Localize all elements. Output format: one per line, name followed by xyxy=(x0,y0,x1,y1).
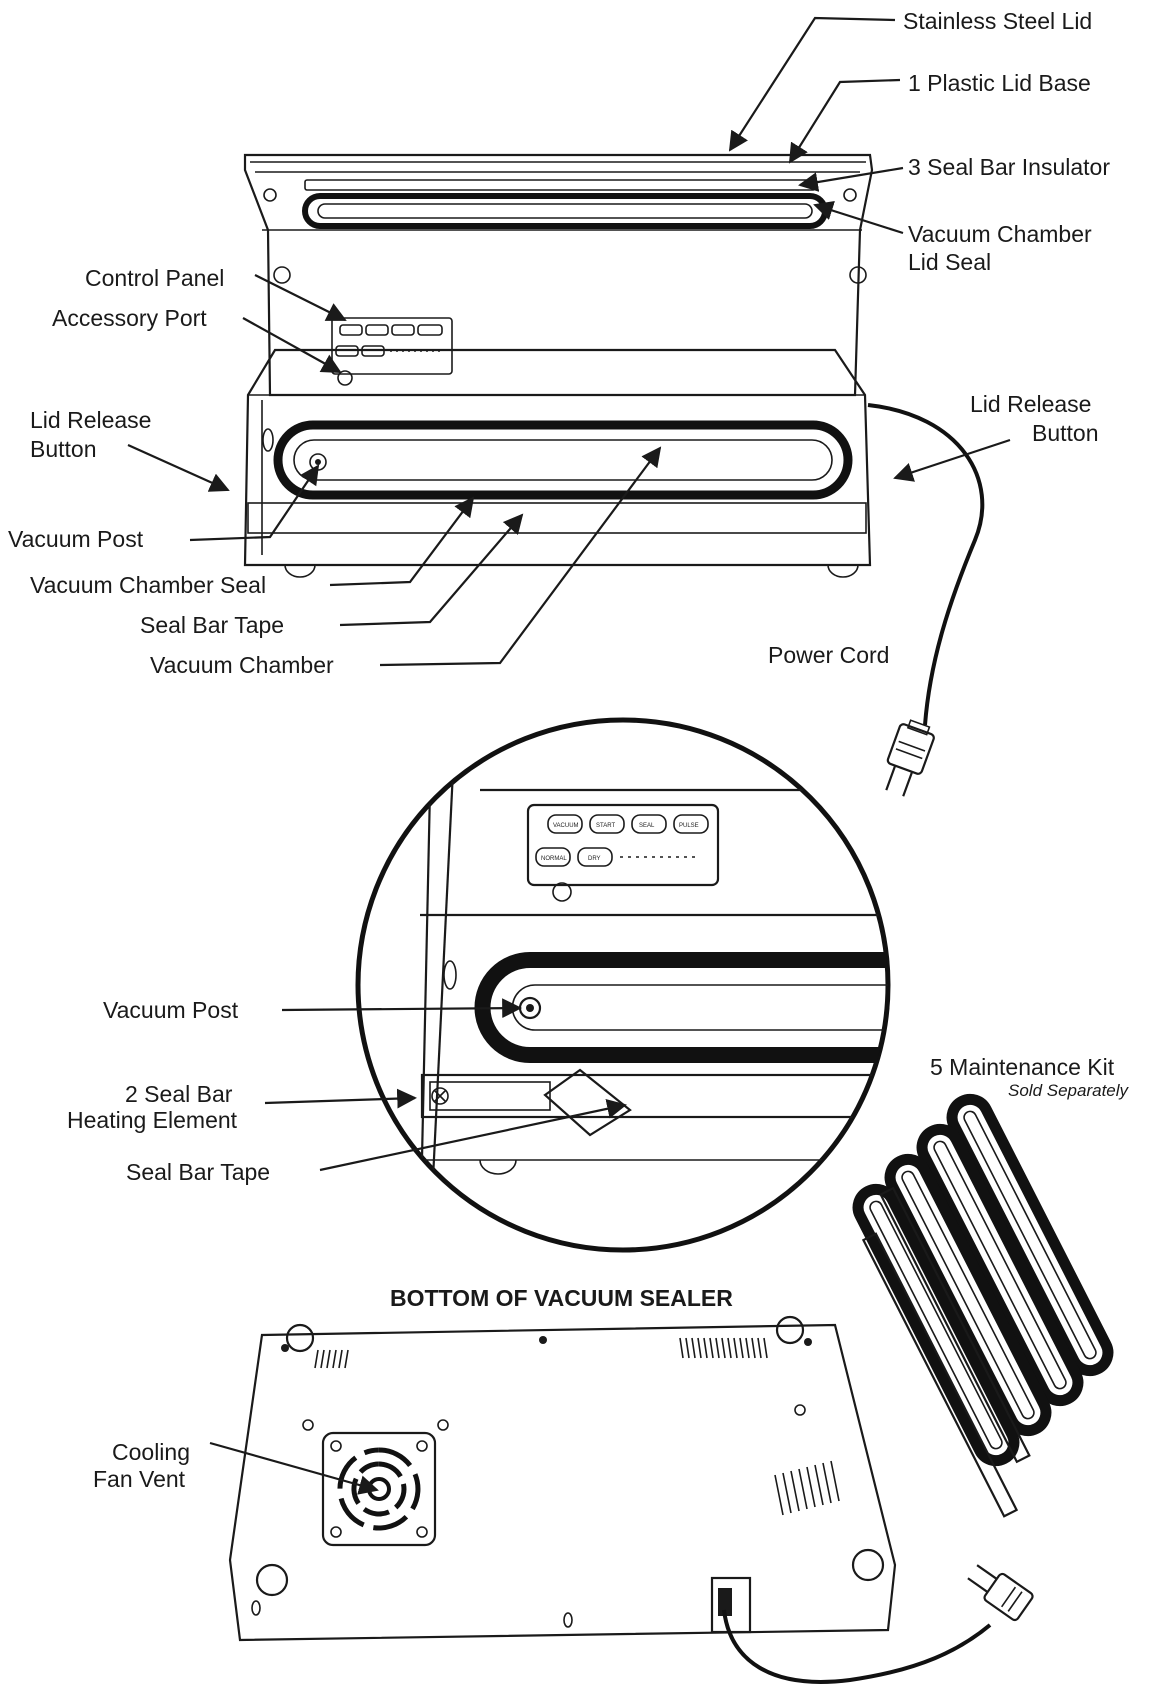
vent-slots-left xyxy=(314,1349,349,1369)
callout-labels: Stainless Steel Lid 1 Plastic Lid Base 3… xyxy=(8,8,1130,1492)
label-heating-element-line2: Heating Element xyxy=(67,1107,238,1133)
label-lid-release-left-line2: Button xyxy=(30,436,97,462)
label-lid-release-right-line1: Lid Release xyxy=(970,391,1091,417)
label-sold-separately: Sold Separately xyxy=(1008,1081,1130,1100)
label-lid-release-left-line1: Lid Release xyxy=(30,407,151,433)
maintenance-kit xyxy=(852,1093,1114,1518)
sealer-base xyxy=(243,317,872,578)
label-vacuum-chamber-seal: Vacuum Chamber Seal xyxy=(30,572,266,598)
panel-button-seal: SEAL xyxy=(639,823,655,829)
label-seal-bar-insulator: 3 Seal Bar Insulator xyxy=(908,154,1110,180)
label-vacuum-chamber-lid-seal-line2: Lid Seal xyxy=(908,249,991,275)
label-plastic-lid-base: 1 Plastic Lid Base xyxy=(908,70,1091,96)
cord-socket xyxy=(710,1576,752,1634)
label-maintenance-kit: 5 Maintenance Kit xyxy=(930,1054,1115,1080)
detail-magnified-view: VACUUM START SEAL PULSE NORMAL DRY xyxy=(355,717,891,1253)
panel-button-pulse: PULSE xyxy=(679,823,699,829)
label-accessory-port: Accessory Port xyxy=(52,305,207,331)
panel-button-start: START xyxy=(596,823,615,829)
label-control-panel: Control Panel xyxy=(85,265,224,291)
cooling-fan-vent xyxy=(321,1431,437,1547)
label-vacuum-chamber: Vacuum Chamber xyxy=(150,652,334,678)
heading-bottom-of-vacuum-sealer: BOTTOM OF VACUUM SEALER xyxy=(390,1285,733,1311)
label-heating-element-line1: 2 Seal Bar xyxy=(125,1081,233,1107)
label-cooling-fan-vent-line1: Cooling xyxy=(112,1439,190,1465)
leader-lines xyxy=(127,16,1011,1495)
label-cooling-fan-vent-line2: Fan Vent xyxy=(93,1466,186,1492)
panel-button-dry: DRY xyxy=(588,856,601,862)
vent-slots-right xyxy=(774,1460,840,1516)
label-vacuum-post: Vacuum Post xyxy=(8,526,144,552)
label-stainless-steel-lid: Stainless Steel Lid xyxy=(903,8,1092,34)
sealer-bottom-view xyxy=(228,1315,1034,1684)
label-vacuum-chamber-lid-seal-line1: Vacuum Chamber xyxy=(908,221,1092,247)
stainless-steel-lid xyxy=(243,153,874,397)
panel-button-normal: NORMAL xyxy=(541,856,567,862)
power-cord xyxy=(867,403,985,797)
label-vacuum-post-detail: Vacuum Post xyxy=(103,997,239,1023)
label-seal-bar-tape: Seal Bar Tape xyxy=(140,612,284,638)
vent-slots-top-right xyxy=(679,1337,768,1359)
bottom-power-cord xyxy=(722,1564,1034,1684)
sealer-top-view xyxy=(243,153,985,797)
label-lid-release-right-line2: Button xyxy=(1032,420,1099,446)
label-power-cord: Power Cord xyxy=(768,642,889,668)
label-seal-bar-tape-detail: Seal Bar Tape xyxy=(126,1159,270,1185)
panel-button-vacuum: VACUUM xyxy=(553,823,579,829)
